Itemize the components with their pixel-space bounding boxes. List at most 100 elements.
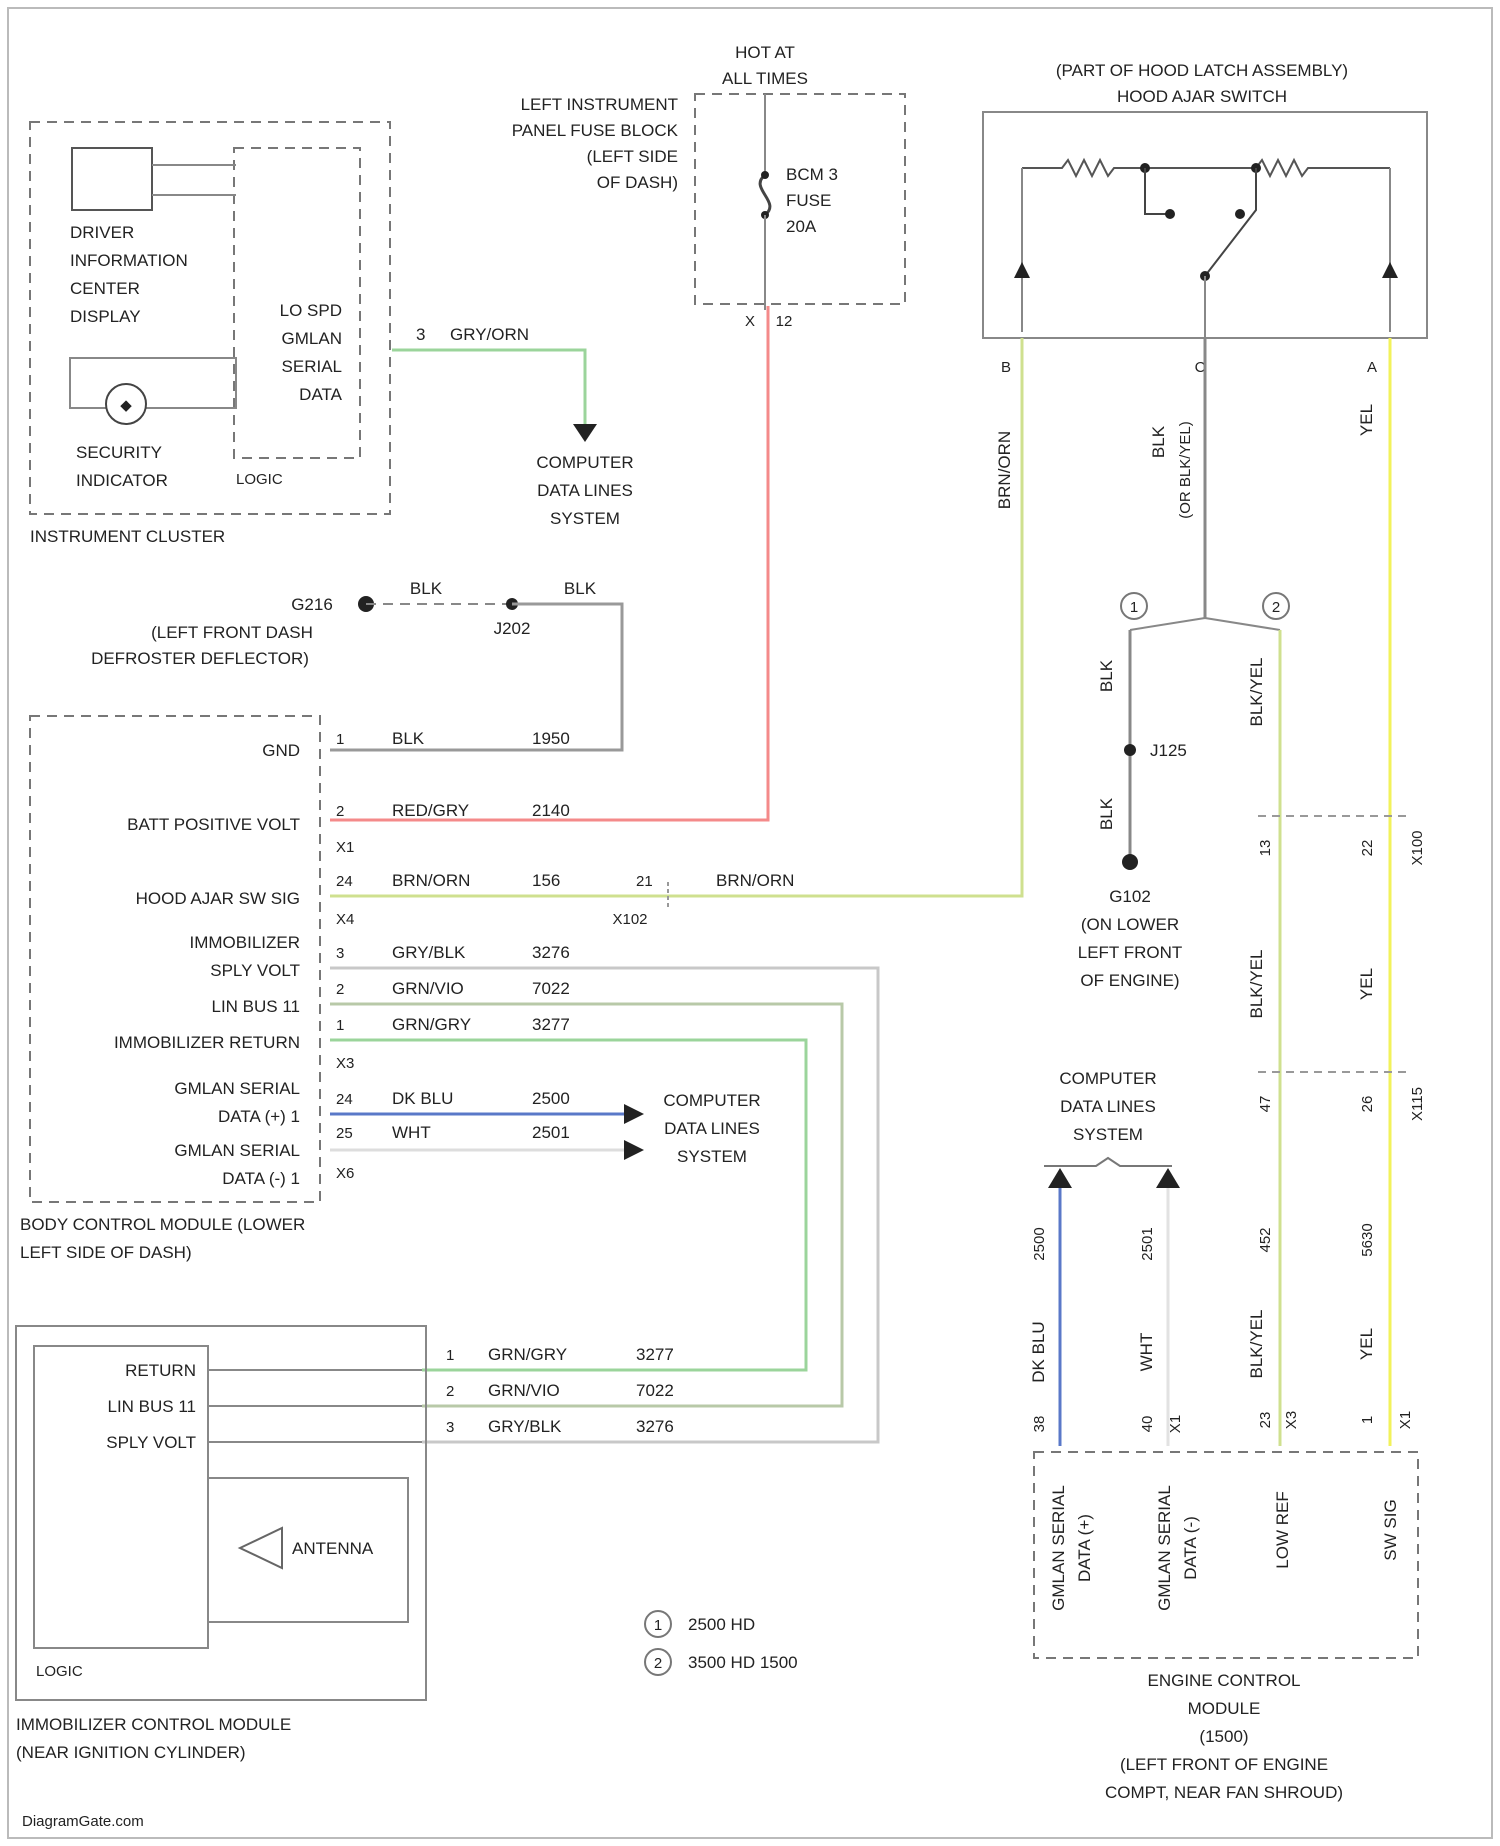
- cdl-mid-group: COMPUTER DATA LINES SYSTEM: [663, 1091, 760, 1166]
- marker-1: 1: [1130, 599, 1138, 616]
- bcm-gnd: GND: [262, 741, 300, 760]
- instrument-cluster-label: INSTRUMENT CLUSTER: [30, 527, 225, 546]
- yel3-label: YEL: [1357, 1328, 1376, 1360]
- dic-label-4: DISPLAY: [70, 307, 141, 326]
- yel2-label: YEL: [1357, 968, 1376, 1000]
- cdl-top-2: DATA LINES: [537, 481, 633, 500]
- watermark: DiagramGate.com: [22, 1813, 144, 1830]
- fuse-block-label-4: OF DASH): [597, 173, 678, 192]
- legend-t2: 3500 HD 1500: [688, 1653, 798, 1672]
- immo-pin-2: 2: [446, 1383, 454, 1400]
- yel-wire-label: YEL: [1357, 404, 1376, 436]
- blk-wire-label: BLK: [1149, 425, 1168, 458]
- bcm-x1: X1: [336, 839, 354, 856]
- hood-label-2: HOOD AJAR SWITCH: [1117, 87, 1287, 106]
- ecm-f2b: DATA (-): [1181, 1516, 1200, 1580]
- bcm-w-sply: GRY/BLK: [392, 943, 466, 962]
- bcm-c-hood: 156: [532, 871, 560, 890]
- fuse-name: BCM 3: [786, 165, 838, 184]
- ecm-w-wht: WHT: [1137, 1333, 1156, 1372]
- bcm-pin-24b: 24: [336, 1091, 353, 1108]
- g102-loc-3: OF ENGINE): [1080, 971, 1179, 990]
- g216-wire-2: BLK: [564, 579, 597, 598]
- immo-w1: GRN/GRY: [488, 1345, 567, 1364]
- bcm-gmpos-2: DATA (+) 1: [218, 1107, 300, 1126]
- immo-name-1: IMMOBILIZER CONTROL MODULE: [16, 1715, 291, 1734]
- bcm-c-ret: 3277: [532, 1015, 570, 1034]
- dic-label-2: INFORMATION: [70, 251, 188, 270]
- cdl-right-2: DATA LINES: [1060, 1097, 1156, 1116]
- cdl-mid-1: COMPUTER: [663, 1091, 760, 1110]
- ecm-c-wht: 2501: [1139, 1227, 1156, 1260]
- blkyel2-label: BLK/YEL: [1247, 950, 1266, 1019]
- gmlan-label-1: LO SPD: [280, 301, 342, 320]
- hood-contact-dot: [1165, 209, 1175, 219]
- ecm-x-wht: X1: [1167, 1415, 1184, 1433]
- dic-label-3: CENTER: [70, 279, 140, 298]
- conn-x100: X100: [1409, 830, 1426, 865]
- bcm-w-lin: GRN/VIO: [392, 979, 464, 998]
- cdl-right-1: COMPUTER: [1059, 1069, 1156, 1088]
- lamp-symbol: ◆: [120, 397, 132, 414]
- bcm-w-gnd: BLK: [392, 729, 425, 748]
- security-label-2: INDICATOR: [76, 471, 168, 490]
- blkyel-circuit: 452: [1257, 1227, 1274, 1252]
- cluster-logic-label: LOGIC: [236, 471, 283, 488]
- immo-c1: 3277: [636, 1345, 674, 1364]
- fuse-block-label-2: PANEL FUSE BLOCK: [512, 121, 679, 140]
- immo-sply: SPLY VOLT: [106, 1433, 196, 1452]
- ecm-name-2: MODULE: [1188, 1699, 1261, 1718]
- bcm-batt: BATT POSITIVE VOLT: [127, 815, 300, 834]
- immo-name-2: (NEAR IGNITION CYLINDER): [16, 1743, 246, 1762]
- cdl-right-3: SYSTEM: [1073, 1125, 1143, 1144]
- splice-j125-dot: [1124, 744, 1136, 756]
- immo-w2: GRN/VIO: [488, 1381, 560, 1400]
- pin-26: 26: [1359, 1096, 1376, 1113]
- bcm-pin-2b: 2: [336, 981, 344, 998]
- cdl-mid-2: DATA LINES: [664, 1119, 760, 1138]
- cdl-mid-3: SYSTEM: [677, 1147, 747, 1166]
- pin-23: 23: [1257, 1412, 1274, 1429]
- ecm-f3: LOW REF: [1273, 1491, 1292, 1568]
- bcm-gmneg-2: DATA (-) 1: [222, 1169, 300, 1188]
- blk2-label: BLK: [1097, 659, 1116, 692]
- hood-label-1: (PART OF HOOD LATCH ASSEMBLY): [1056, 61, 1348, 80]
- fuse-block-label-3: (LEFT SIDE: [587, 147, 678, 166]
- ground-g102-icon: [1122, 854, 1138, 870]
- immo-ret: RETURN: [125, 1361, 196, 1380]
- ecm-w-blu: DK BLU: [1029, 1321, 1048, 1382]
- immo-antenna: ANTENNA: [292, 1539, 374, 1558]
- x102-label: X102: [612, 911, 647, 928]
- splice-j202: J202: [494, 619, 531, 638]
- gmlan-label-2: GMLAN: [282, 329, 342, 348]
- bcm-w-hood: BRN/ORN: [392, 871, 470, 890]
- legend-n2: 2: [654, 1655, 662, 1672]
- bcm-x6: X6: [336, 1165, 354, 1182]
- g102-loc-1: (ON LOWER: [1081, 915, 1179, 934]
- ecm-p-wht: 40: [1139, 1416, 1156, 1433]
- cluster-wire-color: GRY/ORN: [450, 325, 529, 344]
- bcm-gmneg-1: GMLAN SERIAL: [174, 1141, 300, 1160]
- pin-47: 47: [1257, 1096, 1274, 1113]
- fuse-terminal-top: [761, 171, 769, 179]
- pin-13: 13: [1257, 840, 1274, 857]
- bcm-name-1: BODY CONTROL MODULE (LOWER: [20, 1215, 305, 1234]
- hood-pin-a: A: [1367, 359, 1377, 376]
- bcm-immo-ret: IMMOBILIZER RETURN: [114, 1033, 300, 1052]
- hot-label-1: HOT AT: [735, 43, 795, 62]
- ecm-f1a: GMLAN SERIAL: [1049, 1485, 1068, 1611]
- g102-loc-2: LEFT FRONT: [1078, 943, 1183, 962]
- cdl-top-1: COMPUTER: [536, 453, 633, 472]
- ecm-c-blu: 2500: [1031, 1227, 1048, 1260]
- bcm-c-pos: 2500: [532, 1089, 570, 1108]
- immo-c2: 7022: [636, 1381, 674, 1400]
- g216-loc-2: DEFROSTER DEFLECTOR): [91, 649, 309, 668]
- g216-label: G216: [291, 595, 333, 614]
- hot-label-2: ALL TIMES: [722, 69, 808, 88]
- ecm-p-blu: 38: [1031, 1416, 1048, 1433]
- bcm-lin: LIN BUS 11: [211, 997, 300, 1016]
- bcm-w-pos: DK BLU: [392, 1089, 453, 1108]
- cdl-top-group: COMPUTER DATA LINES SYSTEM: [536, 453, 633, 528]
- bcm-pin-25: 25: [336, 1125, 353, 1142]
